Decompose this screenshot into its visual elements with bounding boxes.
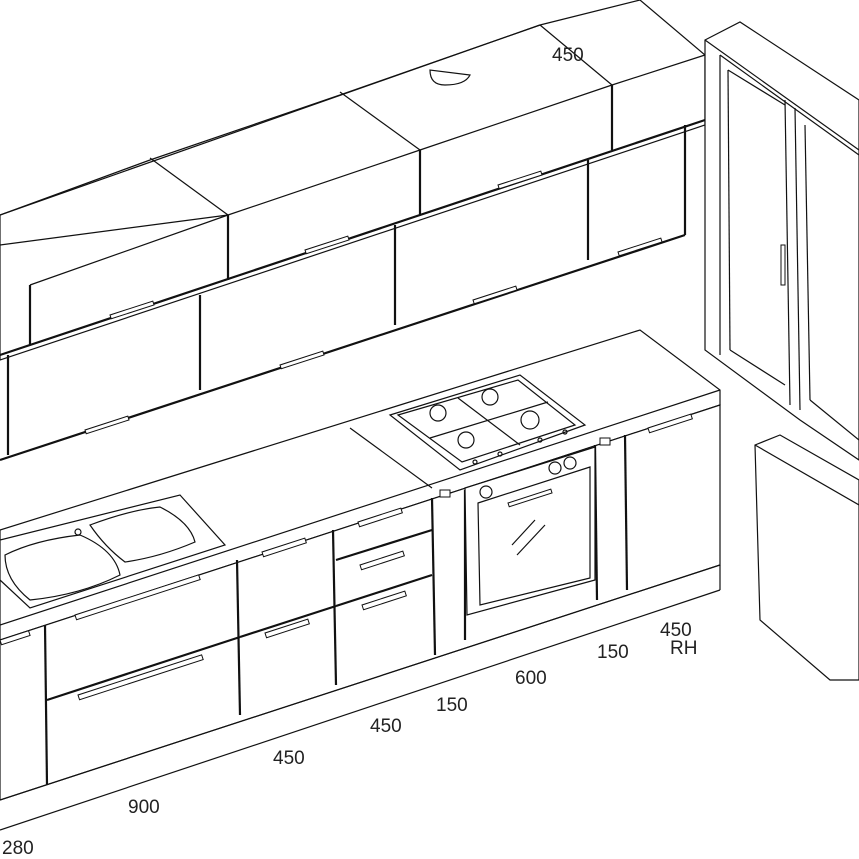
dimension-sink-unit: 900 <box>128 797 160 818</box>
oven <box>439 437 611 616</box>
dimension-door-unit: 450 <box>273 748 305 769</box>
tall-unit <box>704 21 859 461</box>
dimension-oven-unit: 600 <box>515 668 547 689</box>
dimension-corner-unit: 280 <box>2 838 34 859</box>
dimension-top-wall-unit: 450 <box>552 45 584 66</box>
sink <box>0 494 227 609</box>
dimension-tall-unit-side: RH <box>670 638 698 659</box>
gas-hob <box>388 374 587 471</box>
dimension-filler-right: 150 <box>597 642 629 663</box>
wall-units <box>0 0 706 462</box>
dimension-tall-unit: 450 <box>660 620 692 641</box>
dimension-drawer-unit: 450 <box>370 716 402 737</box>
dimension-filler-left: 150 <box>436 695 468 716</box>
end-panel <box>754 434 859 681</box>
